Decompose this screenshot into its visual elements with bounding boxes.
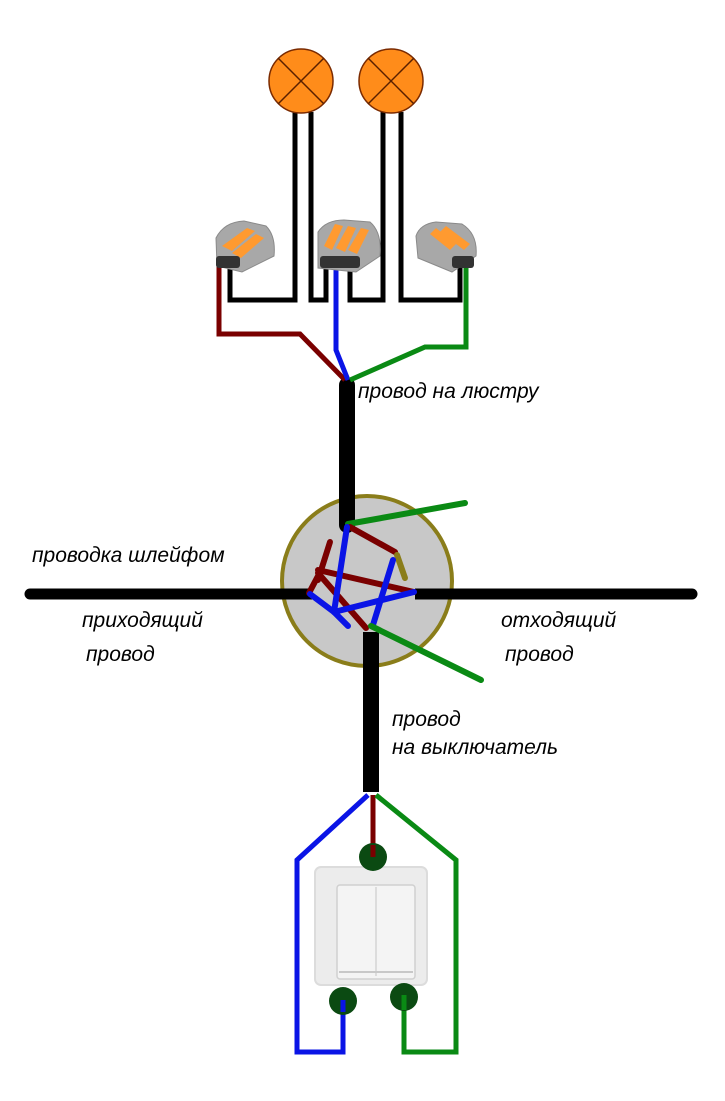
wire-red-box-3 xyxy=(315,567,417,595)
wire-red-box-4 xyxy=(315,570,369,631)
connector-middle-3-slot xyxy=(317,219,381,273)
box-wires xyxy=(306,500,484,683)
lamp-1-cross-b xyxy=(277,57,325,105)
wire-blue-box-4 xyxy=(331,609,351,629)
chandelier-wires xyxy=(216,260,469,383)
wire-green-out-bottom xyxy=(368,623,484,683)
lamp1-wire-b xyxy=(308,112,329,303)
label-chandelier-wire: провод на люстру xyxy=(358,380,539,403)
label-outgoing-2: провод xyxy=(505,643,574,666)
label-switch-wire-2: на выключатель xyxy=(392,736,559,759)
wire-red-box-5 xyxy=(306,573,321,596)
connector-left-2-slot xyxy=(215,220,275,273)
connector-right-2-slot xyxy=(415,221,477,273)
label-incoming-1: приходящий xyxy=(82,609,203,632)
wire-red-box-1 xyxy=(347,524,398,555)
wire-blue-box-1 xyxy=(331,524,350,615)
label-incoming-2: провод xyxy=(86,643,155,666)
lamp-wires xyxy=(227,112,463,303)
wire-blue-switch xyxy=(294,793,370,1055)
lamp-2-cross-b xyxy=(367,57,415,105)
label-loop-wiring: проводка шлейфом xyxy=(32,544,225,567)
lamp-1 xyxy=(268,48,334,114)
label-switch-wire-1: провод xyxy=(392,708,461,731)
double-switch xyxy=(314,866,428,986)
wire-green-out-top xyxy=(345,500,468,527)
wire-green-switch xyxy=(374,793,459,1055)
wire-blue-box-2 xyxy=(307,591,337,615)
lamp2-wire-b xyxy=(398,112,463,303)
lamp-2 xyxy=(358,48,424,114)
wire-green-to-right-connector xyxy=(348,262,469,383)
wire-blue-box-5 xyxy=(370,557,396,628)
wire-olive-stub xyxy=(394,552,408,581)
wire-blue-to-middle-connector xyxy=(333,262,351,381)
wire-blue-box-3 xyxy=(331,589,417,615)
label-outgoing-1: отходящий xyxy=(501,609,617,632)
lamp2-wire-a xyxy=(347,112,386,303)
wire-red-to-left-connector xyxy=(216,260,347,382)
lamp1-wire-a xyxy=(227,112,298,303)
